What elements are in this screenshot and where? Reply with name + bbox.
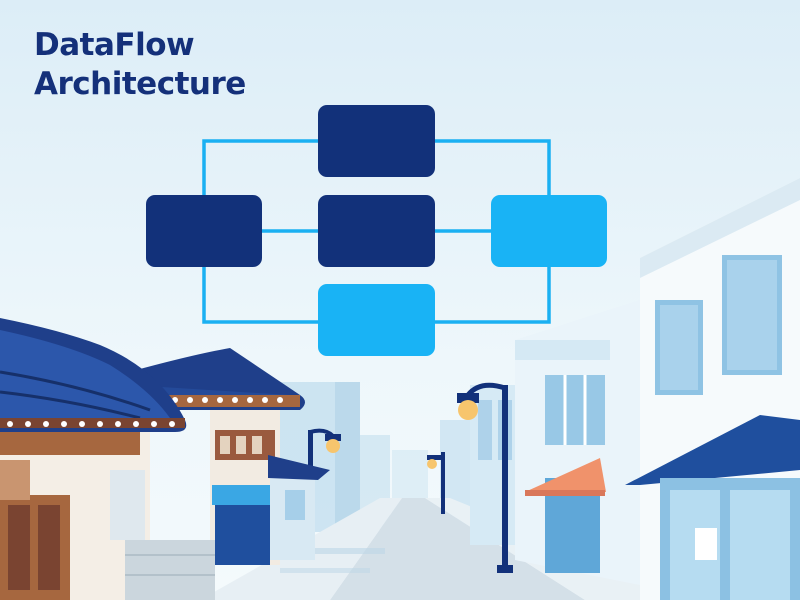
hanok-near	[0, 318, 215, 600]
street-lamp-far-right	[427, 452, 445, 514]
building-right-mid	[515, 300, 640, 585]
node-middle-left[interactable]	[146, 195, 262, 267]
node-bottom-center[interactable]	[318, 284, 435, 356]
shop-small	[268, 455, 330, 560]
title-line-1: DataFlow	[34, 27, 195, 63]
title-line-2: Architecture	[34, 66, 246, 102]
node-middle-center[interactable]	[318, 195, 435, 267]
building-right-near	[625, 178, 800, 600]
awning-blue	[625, 415, 800, 485]
page-title: DataFlow Architecture	[34, 26, 246, 104]
node-top-center[interactable]	[318, 105, 435, 177]
awning-orange	[525, 458, 606, 492]
architecture-diagram	[146, 105, 607, 356]
road	[330, 498, 585, 600]
street-lamp-right	[457, 382, 513, 573]
node-middle-right[interactable]	[491, 195, 607, 267]
